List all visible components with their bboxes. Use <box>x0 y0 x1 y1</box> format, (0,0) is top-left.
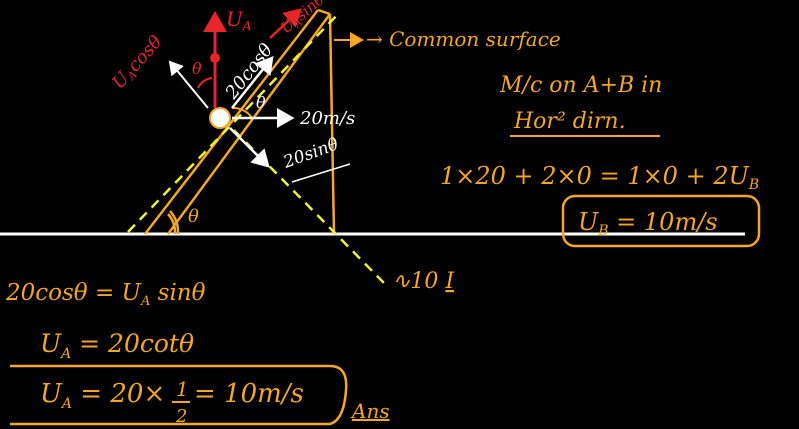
theta-arc-block <box>231 106 253 119</box>
result-box-ub <box>561 194 761 248</box>
label-theta-block: θ <box>256 93 266 112</box>
note-common-surface: → Common surface <box>366 27 561 51</box>
result-ub: UB = 10m/s <box>578 208 718 239</box>
ans-label: Ans <box>350 399 390 423</box>
arrow-20sin <box>229 127 270 168</box>
label-theta-incline: θ <box>188 206 199 227</box>
eq-final-rest: = 10m/s <box>194 379 304 409</box>
arrow-20cos <box>231 56 274 109</box>
arrow-ua-sin <box>269 8 302 39</box>
ball <box>209 107 231 129</box>
note-momentum-eq: 1×20 + 2×0 = 1×0 + 2UB <box>440 162 759 193</box>
eq-final-den: 2 <box>175 406 187 427</box>
arrow-ua-cos <box>168 60 209 109</box>
eq-final-num: 1 <box>176 377 189 401</box>
underline-20sin <box>291 163 351 183</box>
note-momentum-line2: Hor² dirn. <box>513 109 626 134</box>
theta-arc-small <box>197 77 213 89</box>
wedge-block <box>144 8 336 235</box>
label-ua-top: UA <box>226 7 252 33</box>
eq-final: UA = 20× <box>40 379 165 412</box>
label-20ms: 20m/s <box>299 108 355 129</box>
label-theta-small: θ <box>192 59 202 78</box>
label-impulse: ∿10 I <box>392 269 455 294</box>
red-dot <box>210 53 220 63</box>
note-momentum-line1: M/c on A+B in <box>499 73 662 98</box>
eq-cos: 20cosθ = UA sinθ <box>5 280 206 309</box>
eq-cot: UA = 20cotθ <box>40 329 194 362</box>
label-ua-cos: UAcosθ <box>108 32 167 94</box>
final-box <box>10 364 348 426</box>
